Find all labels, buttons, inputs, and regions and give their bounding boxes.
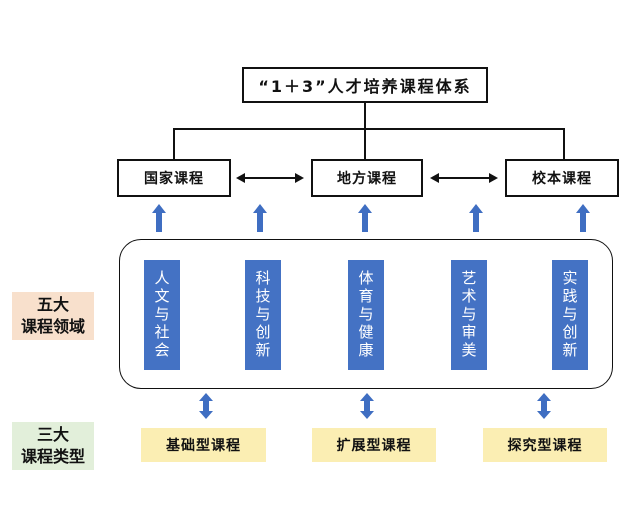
up-arrow-icon: [576, 204, 590, 232]
vertical-double-arrow-icon: [199, 393, 213, 419]
up-arrow-icon: [469, 204, 483, 232]
up-arrow-icon: [253, 204, 267, 232]
domain-sports-health: 体育与健康: [348, 260, 384, 370]
domain-label: 实践与创新: [560, 270, 579, 360]
basic-course-type-box: 基础型课程: [141, 428, 266, 462]
root-label: “1＋3”人才培养课程体系: [258, 77, 472, 96]
three-types-label: 三大 课程类型: [12, 422, 94, 470]
five-domains-label: 五大 课程领域: [12, 292, 94, 340]
domain-label: 体育与健康: [356, 270, 375, 360]
type-label: 扩展型课程: [336, 438, 412, 454]
inquiry-course-type-box: 探究型课程: [483, 428, 607, 462]
vertical-double-arrow-icon: [537, 393, 551, 419]
domain-label: 科技与创新: [253, 270, 272, 360]
type-label: 基础型课程: [166, 438, 241, 454]
domain-technology-innovation: 科技与创新: [245, 260, 281, 370]
national-course-box: 国家课程: [117, 159, 231, 197]
five-domains-line2: 课程领域: [20, 317, 85, 336]
branch-national: [173, 128, 175, 159]
vertical-double-arrow-icon: [360, 393, 374, 419]
national-local-double-arrow-icon: [236, 173, 304, 183]
up-arrow-icon: [358, 204, 372, 232]
domain-humanities-society: 人文与社会: [144, 260, 180, 370]
domain-practice-innovation: 实践与创新: [552, 260, 588, 370]
type-label: 探究型课程: [507, 438, 583, 454]
domain-arts-aesthetics: 艺术与审美: [451, 260, 487, 370]
five-domains-line1: 五大: [36, 295, 69, 314]
extended-course-type-box: 扩展型课程: [312, 428, 436, 462]
domain-label: 艺术与审美: [459, 270, 478, 360]
three-types-line1: 三大: [36, 425, 69, 444]
branch-school: [563, 128, 565, 159]
local-course-box: 地方课程: [311, 159, 423, 197]
local-course-label: 地方课程: [337, 171, 397, 187]
school-course-box: 校本课程: [505, 159, 619, 197]
up-arrow-icon: [152, 204, 166, 232]
local-school-double-arrow-icon: [430, 173, 498, 183]
national-course-label: 国家课程: [144, 171, 204, 187]
branch-local: [364, 128, 366, 159]
school-course-label: 校本课程: [532, 171, 592, 187]
domain-label: 人文与社会: [152, 270, 171, 360]
root-course-system-box: “1＋3”人才培养课程体系: [242, 67, 488, 103]
three-types-line2: 课程类型: [20, 447, 85, 466]
tree-horizontal-bar: [173, 128, 565, 130]
root-stem: [364, 103, 366, 129]
